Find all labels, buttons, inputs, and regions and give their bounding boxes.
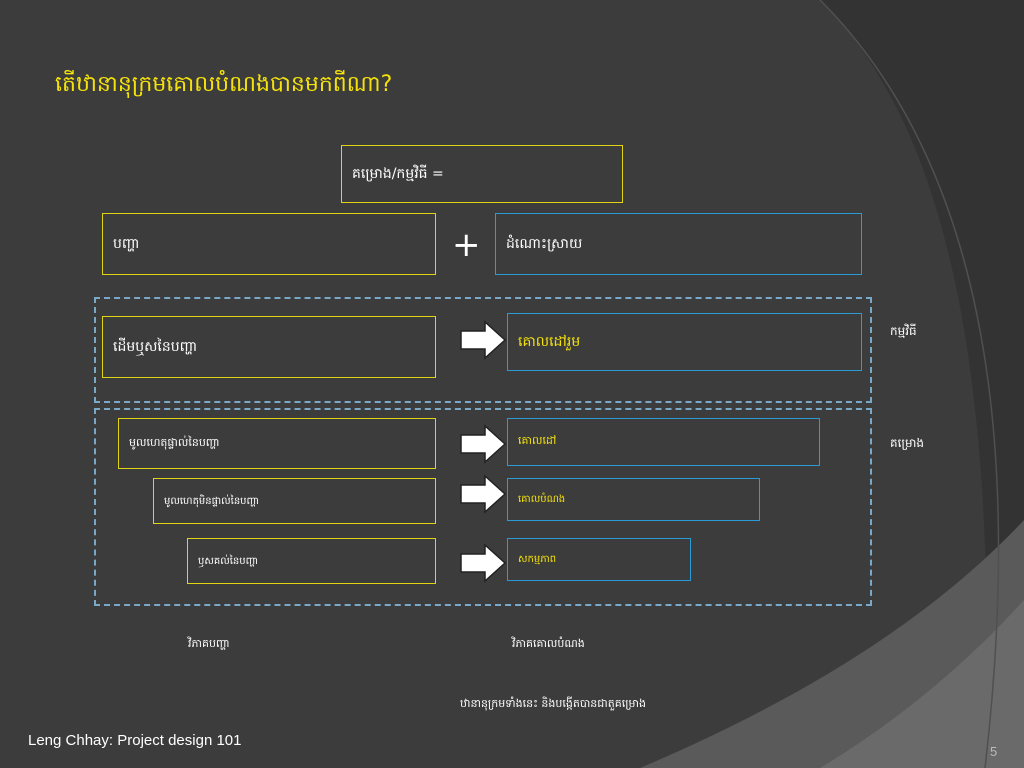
project-program-label: គម្រោង/កម្មវិធី =: [352, 165, 444, 182]
right-arrow-icon: [460, 424, 507, 464]
right-arrow-icon: [460, 320, 507, 360]
slide-title: តើឋានានុក្រមគោលបំណងបានមកពីណា?: [55, 72, 393, 97]
activity-box: សកម្មភាព: [507, 538, 691, 581]
overall-goal-box: គោលដៅរួម: [507, 313, 862, 371]
problem-analysis-caption: វិភាគបញ្ហា: [188, 637, 230, 650]
root-problem-box: ដើមឬសនៃបញ្ហា: [102, 316, 436, 378]
plus-sign: +: [452, 225, 481, 265]
goal-box: គោលដៅ: [507, 418, 820, 466]
direct-cause-label: មូលហេតុផ្ទាល់នៃបញ្ហា: [129, 435, 220, 449]
direct-cause-box: មូលហេតុផ្ទាល់នៃបញ្ហា: [118, 418, 436, 469]
indirect-cause-label: មូលហេតុមិនផ្ទាល់នៃបញ្ហា: [164, 495, 260, 507]
objective-analysis-caption: វិភាគគោលបំណង: [512, 637, 585, 650]
program-dashed-group: [94, 297, 872, 403]
right-arrow-icon: [460, 543, 507, 583]
footer-text: Leng Chhay: Project design 101: [28, 732, 242, 749]
problem-box: បញ្ហា: [102, 213, 436, 275]
indirect-cause-box: មូលហេតុមិនផ្ទាល់នៃបញ្ហា: [153, 478, 436, 524]
project-dashed-group: [94, 408, 872, 606]
hierarchy-note: ឋានានុក្រមទាំងនេះ និងបង្កើតបានជាតួគម្រោង: [460, 697, 646, 710]
root-cause-label: ឫសគល់នៃបញ្ហា: [198, 555, 259, 567]
solution-label: ដំណោះស្រាយ: [506, 235, 583, 252]
solution-box: ដំណោះស្រាយ: [495, 213, 862, 275]
problem-label: បញ្ហា: [113, 235, 140, 252]
objective-label: គោលបំណង: [518, 494, 566, 505]
project-program-box: គម្រោង/កម្មវិធី =: [341, 145, 623, 203]
objective-box: គោលបំណង: [507, 478, 760, 521]
goal-label: គោលដៅ: [518, 434, 557, 447]
program-side-label: កម្មវិធី: [890, 324, 917, 338]
root-cause-box: ឫសគល់នៃបញ្ហា: [187, 538, 436, 584]
right-arrow-icon: [460, 474, 507, 514]
overall-goal-label: គោលដៅរួម: [518, 333, 581, 350]
project-side-label: គម្រោង: [890, 436, 925, 450]
page-number: 5: [990, 744, 998, 759]
activity-label: សកម្មភាព: [518, 554, 557, 565]
root-problem-label: ដើមឬសនៃបញ្ហា: [113, 338, 198, 355]
